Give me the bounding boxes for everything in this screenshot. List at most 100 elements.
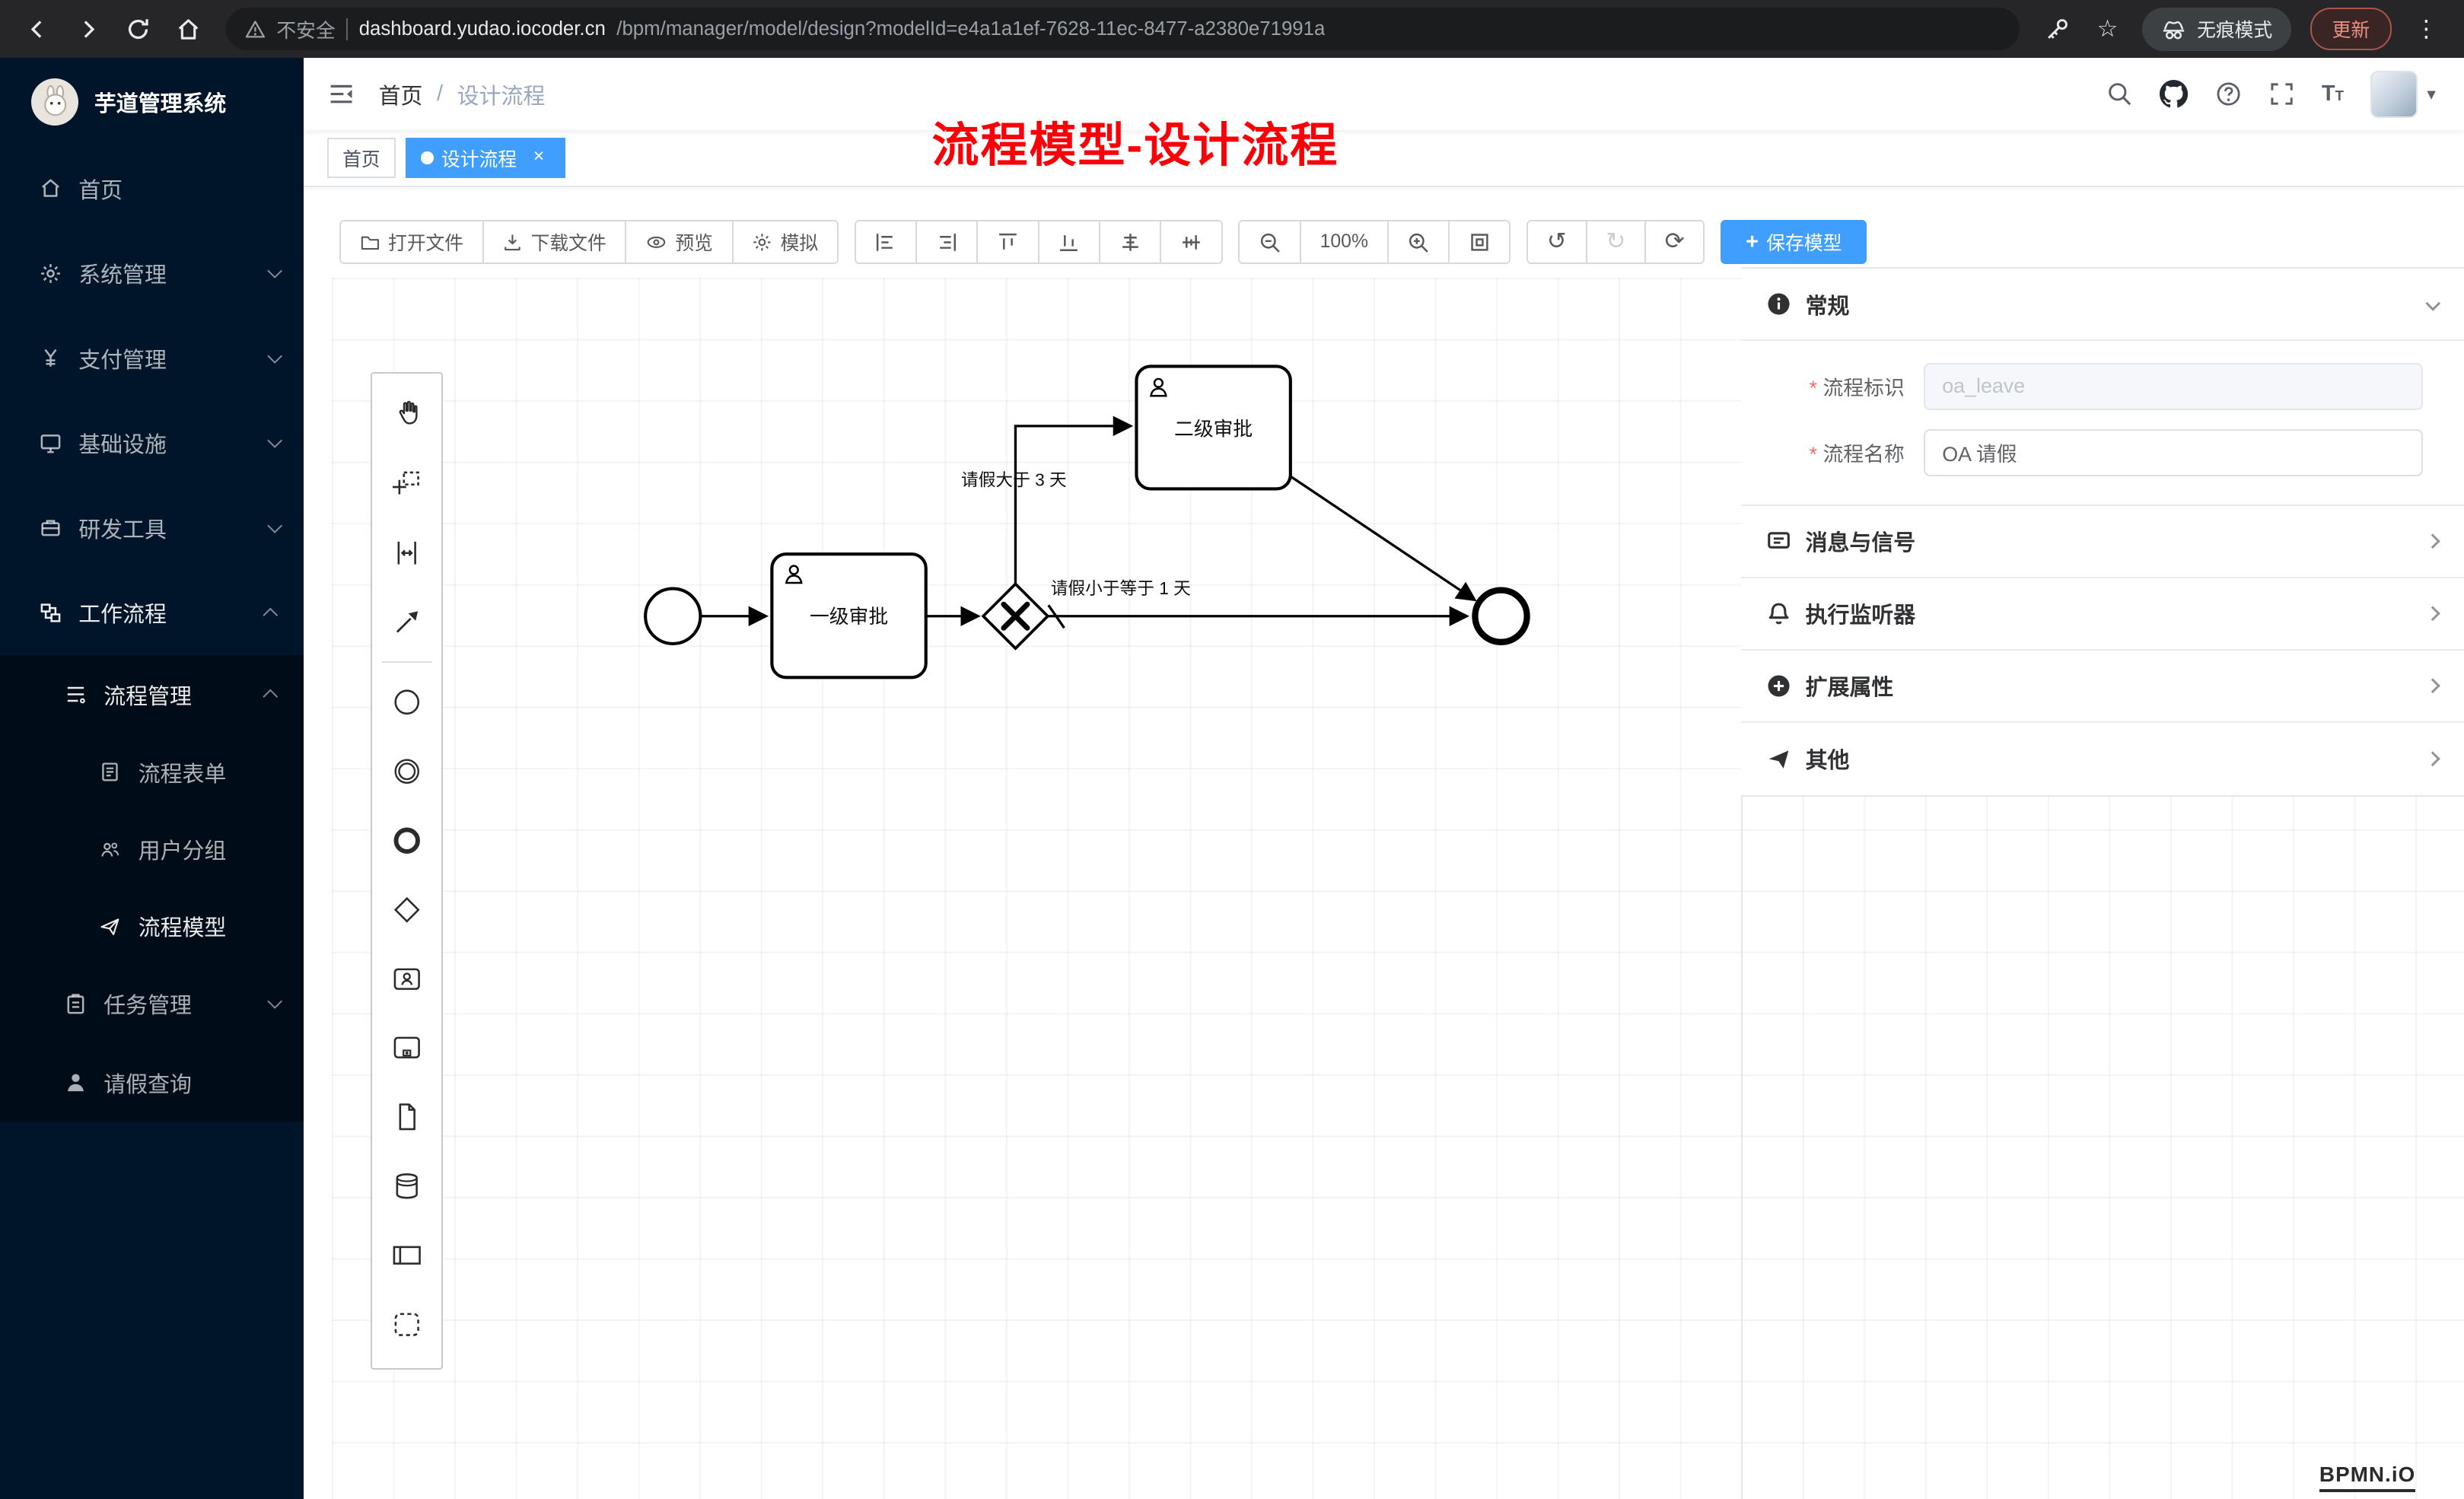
section-extension-attributes[interactable]: 扩展属性 [1741, 650, 2464, 723]
back-button[interactable] [16, 7, 60, 51]
hand-tool[interactable] [372, 380, 441, 450]
sidebar-item-task-management[interactable]: 任务管理 [0, 965, 304, 1043]
help-button[interactable] [2215, 81, 2242, 107]
lasso-tool[interactable] [372, 449, 441, 518]
zoom-out-icon [1261, 233, 1280, 253]
header-search-button[interactable] [2106, 81, 2133, 107]
flow-label-less-equal-1-day[interactable]: 请假小于等于 1 天 [1050, 578, 1190, 598]
fullscreen-button[interactable] [2268, 81, 2295, 107]
process-key-input[interactable] [1923, 362, 2424, 410]
create-gateway[interactable] [372, 875, 441, 944]
download-file-button[interactable]: 下载文件 [482, 220, 627, 264]
tag-close-icon[interactable]: × [533, 146, 545, 167]
bpmn-gateway-exclusive[interactable] [981, 581, 1049, 651]
create-end-event[interactable] [372, 806, 441, 875]
tag-home[interactable]: 首页 [326, 137, 396, 179]
sidebar-item-process-management[interactable]: 流程管理 [0, 655, 304, 734]
sidebar-item-user-group[interactable]: 用户分组 [0, 810, 304, 887]
rabbit-logo-icon [43, 85, 66, 116]
redo-button[interactable]: ↻ [1585, 220, 1647, 264]
forward-button[interactable] [66, 7, 110, 51]
flow-gateway-to-task2[interactable] [1014, 415, 1133, 585]
github-link[interactable] [2160, 80, 2189, 108]
create-subprocess[interactable] [372, 1014, 441, 1083]
align-center-button[interactable] [1099, 220, 1162, 264]
zoom-reset-icon [1471, 233, 1488, 251]
bpmn-start-event[interactable] [643, 587, 702, 645]
section-execution-listener[interactable]: 执行监听器 [1741, 578, 2464, 651]
create-intermediate-event[interactable] [372, 737, 441, 806]
sidebar-item-system[interactable]: 系统管理 [0, 231, 304, 317]
password-key-button[interactable] [2036, 7, 2080, 51]
bpmn-end-event[interactable] [1471, 587, 1530, 645]
align-bottom-button[interactable] [1037, 220, 1101, 264]
gear-icon [753, 233, 771, 251]
chrome-update-button[interactable]: 更新 [2310, 7, 2392, 51]
flow-task2-to-end[interactable] [1289, 475, 1477, 601]
bpmn-task-first-approval[interactable]: 一级审批 [769, 552, 928, 679]
sidebar-item-process-form[interactable]: 流程表单 [0, 734, 304, 810]
chevron-down-icon [266, 348, 283, 364]
global-connect-tool[interactable] [372, 587, 441, 657]
app-logo-row[interactable]: 芋道管理系统 [0, 58, 304, 146]
designer-toolbar: 打开文件 下载文件 预览 模拟 [339, 220, 1867, 264]
section-general[interactable]: 常规 [1741, 269, 2464, 341]
flow-label-greater-3-days[interactable]: 请假大于 3 天 [961, 469, 1067, 489]
create-participant[interactable] [372, 1221, 441, 1290]
sidebar-item-workflow[interactable]: 工作流程 [0, 571, 304, 656]
avatar [2370, 70, 2418, 118]
sidebar-item-leave-query[interactable]: 请假查询 [0, 1043, 304, 1122]
create-user-task[interactable] [372, 944, 441, 1014]
align-left-button[interactable] [854, 220, 917, 264]
restart-button[interactable]: ⟳ [1644, 220, 1705, 264]
open-file-button[interactable]: 打开文件 [339, 220, 484, 264]
sidebar-collapse-button[interactable] [304, 58, 379, 130]
sidebar-item-home[interactable]: 首页 [0, 146, 304, 231]
back-icon [30, 20, 42, 38]
align-left-icon [877, 233, 893, 251]
create-data-object[interactable] [372, 1083, 441, 1152]
incognito-badge: 无痕模式 [2141, 7, 2291, 51]
sequence-flows[interactable] [699, 415, 1477, 629]
zoom-in-button[interactable] [1386, 220, 1450, 264]
align-right-button[interactable] [915, 220, 979, 264]
process-name-input[interactable] [1923, 428, 2424, 476]
list-icon [63, 683, 88, 706]
breadcrumb-home[interactable]: 首页 [378, 84, 423, 109]
sidebar-item-label: 基础设施 [78, 433, 167, 458]
sidebar-item-devtools[interactable]: 研发工具 [0, 485, 304, 571]
bpmn-io-watermark[interactable]: BPMN.iO [2319, 1462, 2416, 1492]
zoom-reset-button[interactable] [1448, 220, 1511, 264]
bookmark-button[interactable]: ☆ [2086, 7, 2130, 51]
bpmn-canvas[interactable]: 一级审批 二级审批 请假大 [304, 187, 2464, 1499]
reload-button[interactable] [116, 7, 161, 51]
tag-design-process[interactable]: 设计流程 × [405, 137, 565, 179]
field-process-name: 流程名称 [1741, 419, 2464, 485]
bpmn-task-second-approval[interactable]: 二级审批 [1134, 364, 1292, 491]
create-data-store[interactable] [372, 1152, 441, 1221]
subprocess-icon [393, 1037, 420, 1059]
create-group[interactable] [372, 1290, 441, 1359]
create-start-event[interactable] [372, 667, 441, 737]
browser-menu-button[interactable]: ⋮ [2404, 7, 2448, 51]
section-other[interactable]: 其他 [1741, 722, 2464, 795]
sidebar-item-process-model[interactable]: 流程模型 [0, 888, 304, 965]
space-tool[interactable] [372, 518, 441, 587]
align-bottom-icon [1060, 234, 1078, 251]
align-middle-button[interactable] [1160, 220, 1223, 264]
align-top-button[interactable] [976, 220, 1039, 264]
zoom-out-button[interactable] [1238, 220, 1301, 264]
simulate-button[interactable]: 模拟 [731, 220, 839, 264]
sidebar-item-payment[interactable]: 支付管理 [0, 316, 304, 401]
sidebar-item-label: 研发工具 [78, 517, 167, 543]
user-menu[interactable]: ▾ [2370, 70, 2436, 118]
home-button[interactable] [167, 7, 211, 51]
users-icon [97, 839, 123, 861]
preview-button[interactable]: 预览 [625, 220, 734, 264]
sidebar-item-infrastructure[interactable]: 基础设施 [0, 401, 304, 486]
save-model-button[interactable]: + 保存模型 [1721, 220, 1867, 264]
undo-button[interactable]: ↺ [1526, 220, 1587, 264]
section-message-signal[interactable]: 消息与信号 [1741, 505, 2464, 578]
address-bar[interactable]: 不安全 dashboard.yudao.iocoder.cn/bpm/manag… [226, 8, 2020, 51]
